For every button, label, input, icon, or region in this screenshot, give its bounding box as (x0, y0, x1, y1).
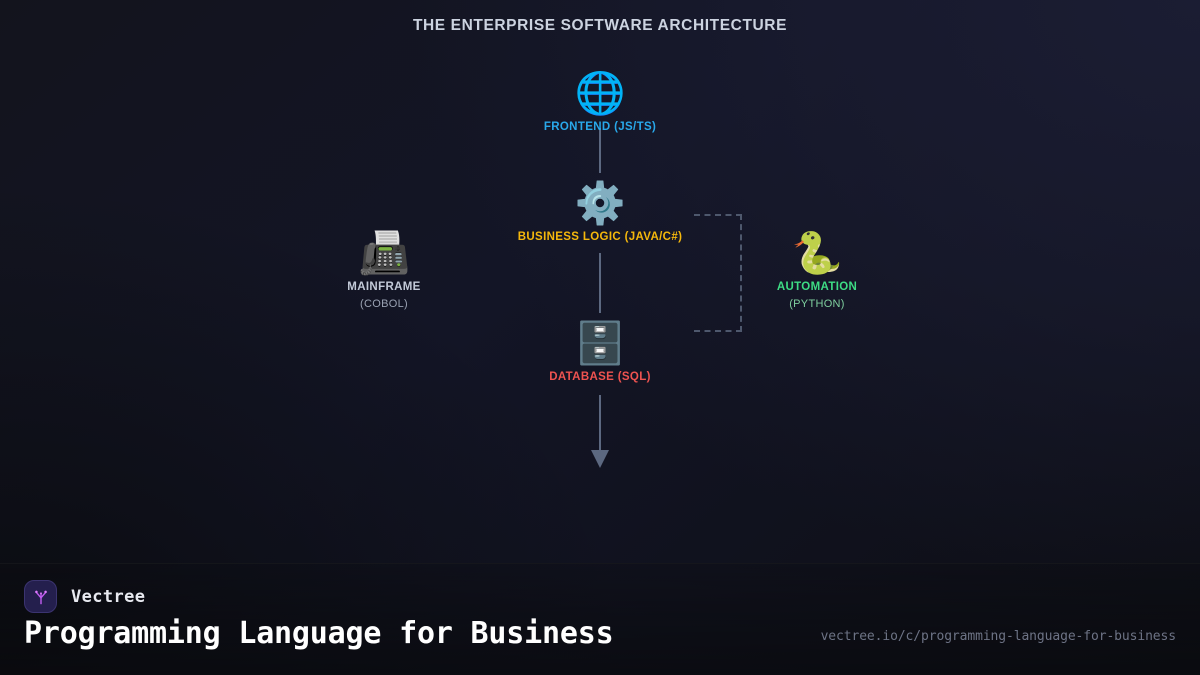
globe-with-meridians-icon: 🌐 (574, 68, 626, 117)
footer-headline: Programming Language for Business (24, 616, 614, 651)
node-automation[interactable]: 🐍 AUTOMATION (PYTHON) (717, 230, 917, 310)
node-label-business-logic: BUSINESS LOGIC (JAVA/C#) (517, 231, 683, 243)
node-sublabel-automation: (PYTHON) (789, 298, 845, 310)
node-frontend[interactable]: 🌐 FRONTEND (JS/TS) (500, 70, 700, 133)
vectree-tree-logo-icon (24, 580, 57, 613)
node-label-database: DATABASE (SQL) (549, 371, 651, 383)
page-title: THE ENTERPRISE SOFTWARE ARCHITECTURE (412, 17, 788, 34)
node-sublabel-mainframe: (COBOL) (360, 298, 408, 310)
arrow-head-database-to-output (591, 450, 609, 468)
node-label-automation: AUTOMATION (776, 281, 858, 293)
connector-frontend-to-business (599, 128, 601, 173)
brand-row: Vectree (24, 580, 145, 613)
node-label-mainframe: MAINFRAME (347, 281, 421, 293)
node-database[interactable]: 🗄️ DATABASE (SQL) (500, 320, 700, 383)
fax-machine-icon: 📠 (358, 228, 410, 277)
gear-icon: ⚙️ (574, 178, 626, 227)
node-label-frontend: FRONTEND (JS/TS) (543, 121, 657, 133)
connector-database-to-output (599, 395, 601, 450)
node-business-logic[interactable]: ⚙️ BUSINESS LOGIC (JAVA/C#) (500, 180, 700, 243)
snake-icon: 🐍 (791, 228, 843, 277)
footer-bar: Vectree Programming Language for Busines… (0, 563, 1200, 675)
footer-url: vectree.io/c/programming-language-for-bu… (820, 629, 1177, 644)
node-mainframe[interactable]: 📠 MAINFRAME (COBOL) (284, 230, 484, 310)
file-cabinet-icon: 🗄️ (574, 318, 626, 367)
connector-business-to-database (599, 253, 601, 313)
brand-name: Vectree (71, 586, 146, 607)
business-to-automation-bracket (694, 214, 742, 332)
